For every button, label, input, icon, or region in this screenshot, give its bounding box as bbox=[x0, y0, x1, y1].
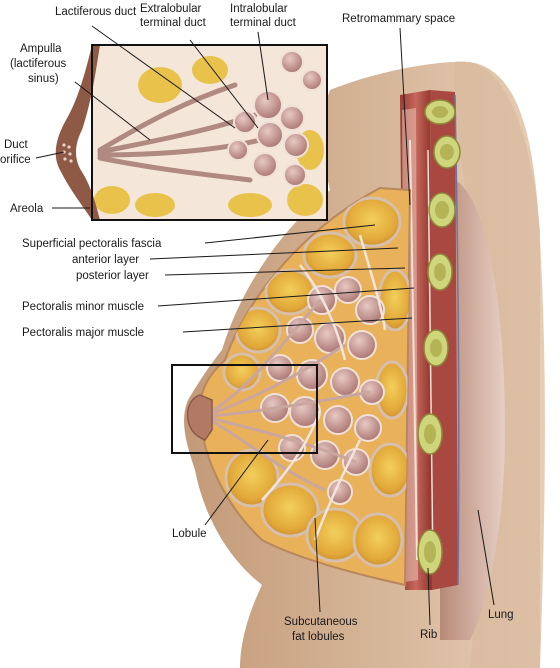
leader-superficial-fascia bbox=[204, 224, 376, 244]
glandular-lobules bbox=[260, 276, 385, 505]
label-ampulla-line3: sinus) bbox=[28, 73, 59, 85]
label-extralobular-duct-line2: terminal duct bbox=[140, 17, 207, 29]
rib-6 bbox=[417, 413, 443, 455]
leader-pectoralis-major bbox=[182, 317, 413, 333]
label-extralobular-duct-line1: Extralobular bbox=[140, 3, 202, 15]
label-pectoralis-major-muscle: Pectoralis major muscle bbox=[22, 327, 144, 339]
rib-3 bbox=[428, 192, 456, 228]
rib-1 bbox=[424, 99, 456, 125]
leader-ampulla bbox=[74, 81, 151, 141]
rib-4 bbox=[427, 253, 453, 291]
ducts bbox=[209, 299, 371, 492]
ribs bbox=[417, 99, 461, 575]
duct-orifice-dots bbox=[62, 143, 73, 163]
inset-lobules bbox=[227, 50, 323, 187]
fat-lobules bbox=[222, 196, 410, 568]
duct-detail-inset bbox=[55, 44, 328, 221]
label-retromammary-space: Retromammary space bbox=[342, 13, 455, 25]
label-superficial-pectoralis-fascia: Superficial pectoralis fascia bbox=[22, 238, 162, 250]
leader-rib bbox=[427, 567, 431, 626]
label-subcutaneous-fat-line2: fat lobules bbox=[292, 631, 345, 643]
leader-extralobular-duct bbox=[189, 39, 259, 129]
label-pectoralis-minor-muscle: Pectoralis minor muscle bbox=[22, 301, 144, 313]
label-lactiferous-duct: Lactiferous duct bbox=[55, 6, 137, 18]
leader-intralobular-duct bbox=[257, 31, 269, 101]
rib-5 bbox=[423, 329, 449, 367]
label-anterior-layer: anterior layer bbox=[72, 254, 139, 266]
label-rib: Rib bbox=[420, 629, 437, 641]
ligaments bbox=[261, 234, 387, 541]
leader-posterior-layer bbox=[164, 267, 406, 276]
label-duct-orifice-line1: Duct bbox=[4, 139, 28, 151]
label-areola: Areola bbox=[10, 203, 44, 215]
breast-tissue bbox=[186, 186, 412, 587]
label-lung: Lung bbox=[488, 609, 514, 621]
magnification-box bbox=[171, 364, 318, 454]
leader-lactiferous-duct bbox=[91, 25, 236, 129]
label-ampulla-line1: Ampulla bbox=[20, 43, 62, 55]
leader-duct-orifice bbox=[35, 151, 65, 159]
leader-lines bbox=[35, 25, 495, 626]
leader-subcutaneous-fat bbox=[314, 517, 321, 613]
rib-7 bbox=[417, 529, 443, 575]
leader-lung bbox=[477, 509, 495, 606]
label-intralobular-duct-line1: Intralobular bbox=[230, 3, 288, 15]
rib-2 bbox=[433, 135, 461, 169]
labels: Lactiferous duct Extralobular terminal d… bbox=[0, 3, 514, 643]
leader-lobule bbox=[204, 439, 269, 526]
label-subcutaneous-fat-line1: Subcutaneous bbox=[284, 616, 358, 628]
leader-pectoralis-minor bbox=[157, 287, 415, 307]
leader-retromammary-space bbox=[399, 27, 411, 206]
label-intralobular-duct-line2: terminal duct bbox=[230, 17, 297, 29]
label-duct-orifice-line2: orifice bbox=[0, 154, 31, 166]
leader-anterior-layer bbox=[149, 247, 399, 260]
label-lobule: Lobule bbox=[172, 528, 207, 540]
label-ampulla-line2: (lactiferous bbox=[10, 58, 66, 70]
label-posterior-layer: posterior layer bbox=[76, 270, 149, 282]
